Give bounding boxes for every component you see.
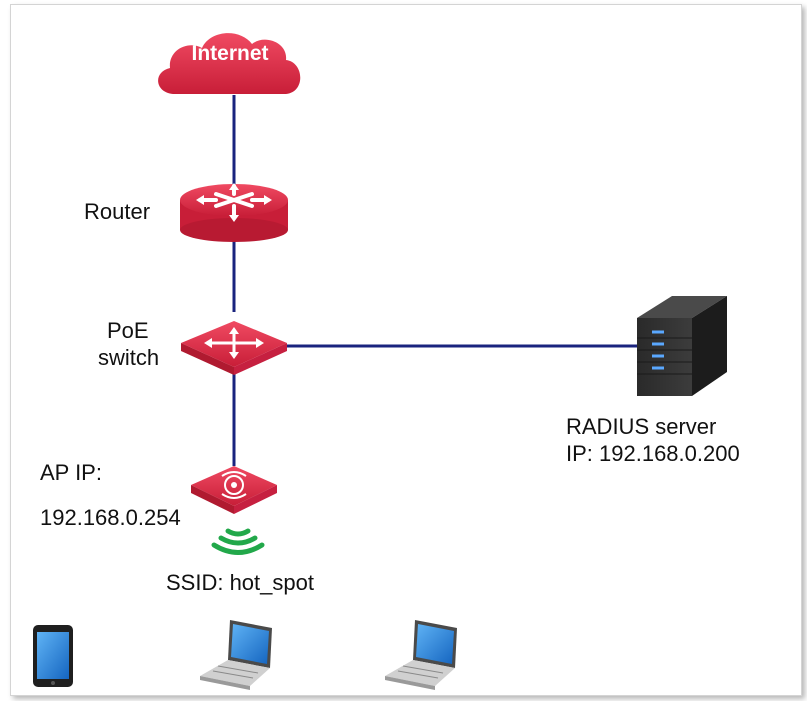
wifi-signal-icon [211, 528, 265, 555]
laptop-icon [385, 620, 457, 690]
server-icon [637, 296, 727, 396]
switch-icon [181, 321, 287, 375]
switch-label-line2: switch [98, 345, 160, 370]
ap-label-line2: 192.168.0.254 [40, 505, 181, 530]
switch-label-line1: PoE [107, 318, 149, 343]
phone-icon [33, 625, 73, 687]
server-label-line1: RADIUS server [566, 414, 717, 439]
internet-label: Internet [191, 42, 269, 65]
router-icon [180, 183, 288, 242]
ssid-label: SSID: hot_spot [166, 570, 314, 595]
links [232, 95, 640, 466]
laptop-icon [200, 620, 272, 690]
access-point-icon [191, 466, 277, 514]
cloud-icon [158, 33, 301, 94]
server-label-line2: IP: 192.168.0.200 [566, 441, 740, 466]
router-label: Router [84, 199, 151, 224]
ap-label-line1: AP IP: [40, 460, 102, 485]
